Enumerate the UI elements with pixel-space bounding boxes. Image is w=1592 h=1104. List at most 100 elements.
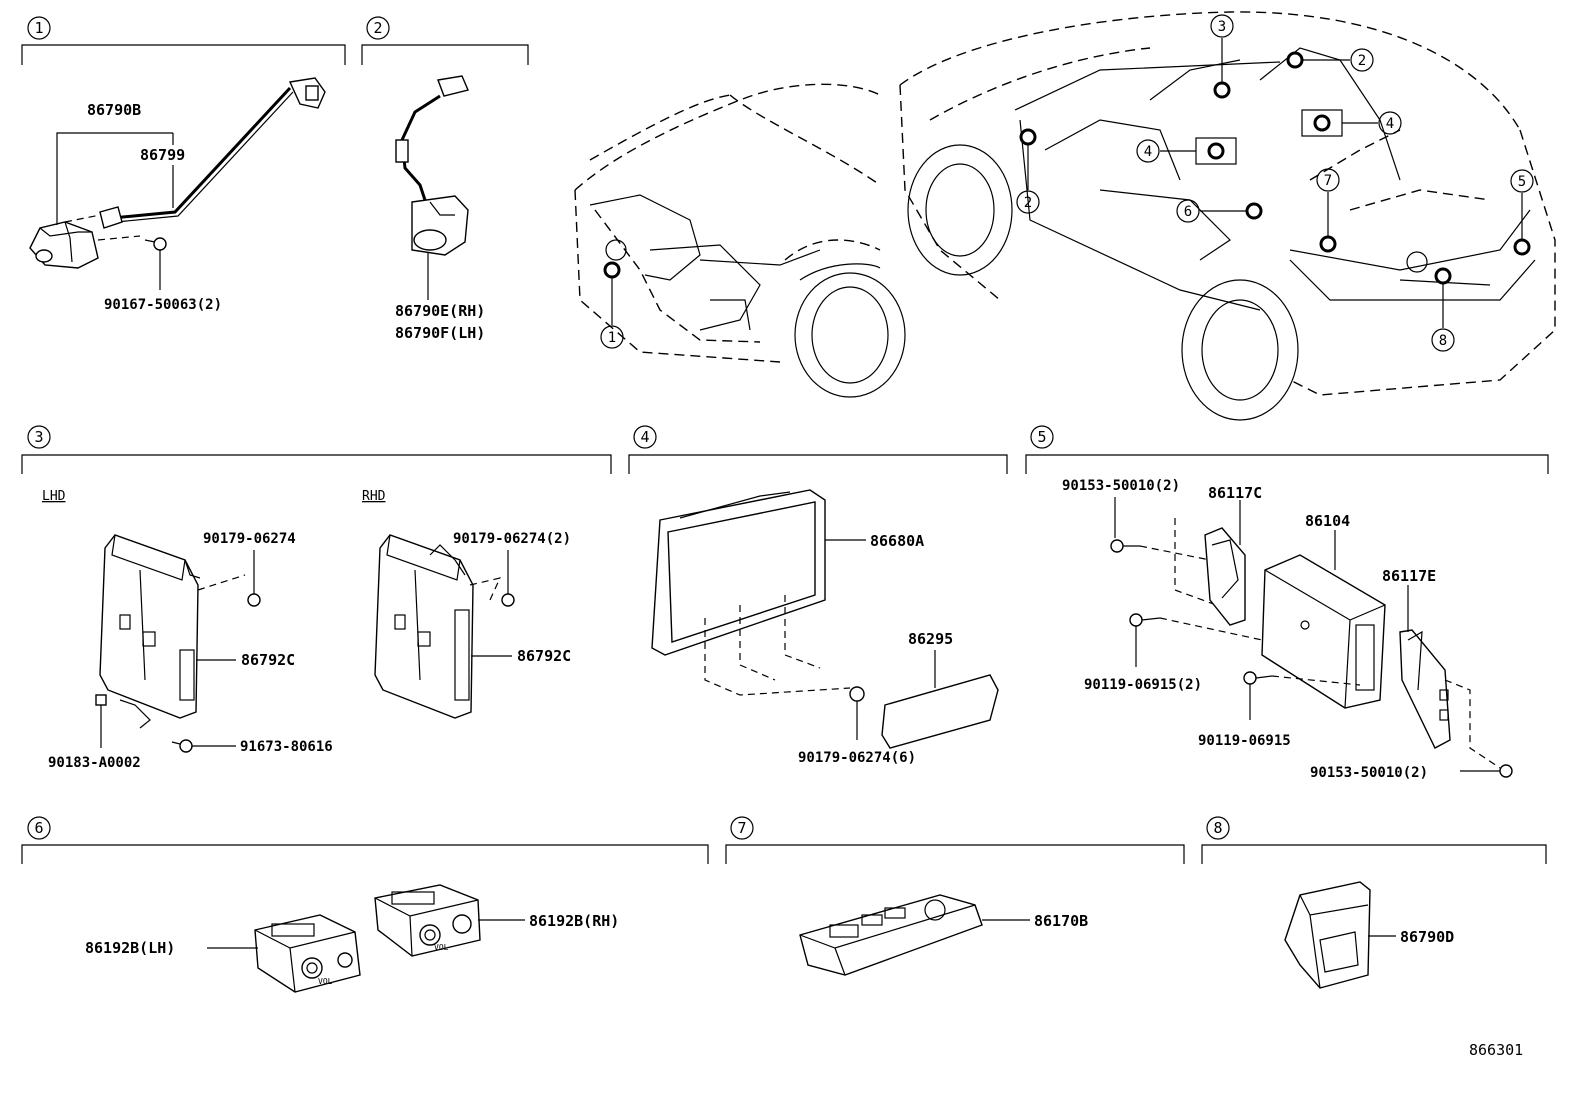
vehicle-callout-5: 5 xyxy=(1518,174,1526,190)
figure-id: 866301 xyxy=(1469,1041,1523,1059)
jack-panel-rh-icon xyxy=(374,884,481,957)
bolt-90167-icon xyxy=(144,237,167,251)
rh-vol-label: VOL xyxy=(434,943,449,952)
bolt-90153-bottom-icon xyxy=(1499,764,1513,778)
part-86117e-label: 86117E xyxy=(1382,567,1436,585)
nut-90179-lhd-icon xyxy=(247,593,261,607)
section-2-number: 2 xyxy=(373,19,382,37)
section-6: 6 VOL 86192B(LH) VOL 86192B(RH) xyxy=(21,816,709,993)
rear-vehicle-view: 3 2 4 4 2 6 7 5 8 xyxy=(899,11,1556,421)
rhd-part-86792c-label: 86792C xyxy=(517,647,571,665)
nut-90179-6-icon xyxy=(849,686,865,702)
variant-rhd-label: RHD xyxy=(362,489,386,504)
variant-lhd-label: LHD xyxy=(42,489,66,504)
section-6-number: 6 xyxy=(34,819,43,837)
remote-86170b-icon xyxy=(799,894,983,976)
section-3: 3 LHD RHD 90179-06274 86792C 90183-A0002… xyxy=(21,425,612,771)
camera-86790e-icon xyxy=(395,75,469,256)
bolt-90119-icon xyxy=(1243,671,1257,685)
section-7-bracket xyxy=(725,844,1185,864)
clip-90183-icon xyxy=(95,694,107,706)
lhd-part-86792c-label: 86792C xyxy=(241,651,295,669)
bolt-90153-top-icon xyxy=(1110,539,1124,553)
part-86790d-label: 86790D xyxy=(1400,928,1454,946)
lhd-part-90179-label: 90179-06274 xyxy=(203,531,296,547)
part-90179-6-label: 90179-06274(6) xyxy=(798,750,916,766)
section-4-marker xyxy=(633,425,657,449)
section-5-number: 5 xyxy=(1037,428,1046,446)
fog-light-icon xyxy=(605,239,627,261)
camera-86790d-icon xyxy=(1284,881,1371,989)
part-86790b-label: 86790B xyxy=(87,101,141,119)
part-86799-label: 86799 xyxy=(140,146,185,164)
section-3-bracket xyxy=(21,454,612,474)
front-wheel-icon xyxy=(794,272,906,398)
part-86170b-label: 86170B xyxy=(1034,912,1088,930)
section-8-number: 8 xyxy=(1213,819,1222,837)
section-6-marker xyxy=(27,816,51,840)
rear-right-wheel-icon xyxy=(1181,279,1299,421)
front-vehicle-view: 1 xyxy=(574,83,906,398)
section-7-marker xyxy=(730,816,754,840)
unit-86104-icon xyxy=(1261,554,1386,709)
section-8: 8 86790D xyxy=(1201,816,1547,989)
part-90153-top-label: 90153-50010(2) xyxy=(1062,478,1180,494)
cover-86295-icon xyxy=(881,674,999,749)
rear-left-wheel-icon xyxy=(907,144,1013,276)
part-90153-bottom-label: 90153-50010(2) xyxy=(1310,765,1428,781)
module-86792c-lhd-icon xyxy=(99,534,201,729)
cable-86799-icon xyxy=(99,77,326,229)
part-86790e-label: 86790E(RH) xyxy=(395,302,485,320)
section-4: 4 86680A 86295 90179-06274(6) xyxy=(628,425,1008,766)
vehicle-callout-4a: 4 xyxy=(1386,116,1394,132)
section-2: 2 86790E(RH) 86790F(LH) xyxy=(361,16,529,342)
bracket-86117e-icon xyxy=(1399,629,1451,749)
section-4-number: 4 xyxy=(640,428,649,446)
section-1-marker xyxy=(27,16,51,40)
camera-86790b-icon xyxy=(29,221,99,269)
section-6-bracket xyxy=(21,844,709,864)
front-camera-location xyxy=(603,261,621,279)
section-1-bracket xyxy=(21,44,346,65)
vehicle-callout-1: 1 xyxy=(608,330,616,346)
bolt-90119-2-icon xyxy=(1129,613,1143,627)
lh-vol-label: VOL xyxy=(318,977,333,986)
module-86792c-rhd-icon xyxy=(374,534,474,719)
section-7-number: 7 xyxy=(737,819,746,837)
section-3-marker xyxy=(27,425,51,449)
bolt-91673-icon xyxy=(179,739,193,753)
nut-90179-rhd-icon xyxy=(501,593,515,607)
part-86680a-label: 86680A xyxy=(870,532,924,550)
section-8-bracket xyxy=(1201,844,1547,864)
section-1-number: 1 xyxy=(34,19,43,37)
part-86104-label: 86104 xyxy=(1305,512,1350,530)
vehicle-callout-7: 7 xyxy=(1324,173,1332,189)
part-90119-2-label: 90119-06915(2) xyxy=(1084,677,1202,693)
section-8-marker xyxy=(1206,816,1230,840)
lhd-part-90183-label: 90183-A0002 xyxy=(48,755,141,771)
vehicle-callout-4b: 4 xyxy=(1144,144,1152,160)
part-86790f-label: 86790F(LH) xyxy=(395,324,485,342)
section-2-bracket xyxy=(361,44,529,65)
vehicle-callout-6: 6 xyxy=(1184,204,1192,220)
part-86192b-rh-label: 86192B(RH) xyxy=(529,912,619,930)
section-3-number: 3 xyxy=(34,428,43,446)
vehicle-callout-3: 3 xyxy=(1218,19,1226,35)
section-1: 1 86790B 86799 90167-500 xyxy=(21,16,346,313)
part-90119-label: 90119-06915 xyxy=(1198,733,1291,749)
vehicle-callout-8: 8 xyxy=(1439,333,1447,349)
part-86117c-label: 86117C xyxy=(1208,484,1262,502)
part-86295-label: 86295 xyxy=(908,630,953,648)
bracket-86117c-icon xyxy=(1204,527,1246,626)
lhd-part-91673-label: 91673-80616 xyxy=(240,739,333,755)
section-5-marker xyxy=(1030,425,1054,449)
vehicle-callout-2a: 2 xyxy=(1358,53,1366,69)
section-7: 7 86170B xyxy=(725,816,1185,976)
section-5-bracket xyxy=(1025,454,1549,474)
section-5: 5 90153-50010(2) 86117C 86104 90119-0691… xyxy=(1025,425,1549,781)
jack-panel-lh-icon xyxy=(254,914,361,993)
vehicle-callout-2b: 2 xyxy=(1024,195,1032,211)
part-86192b-lh-label: 86192B(LH) xyxy=(85,939,175,957)
